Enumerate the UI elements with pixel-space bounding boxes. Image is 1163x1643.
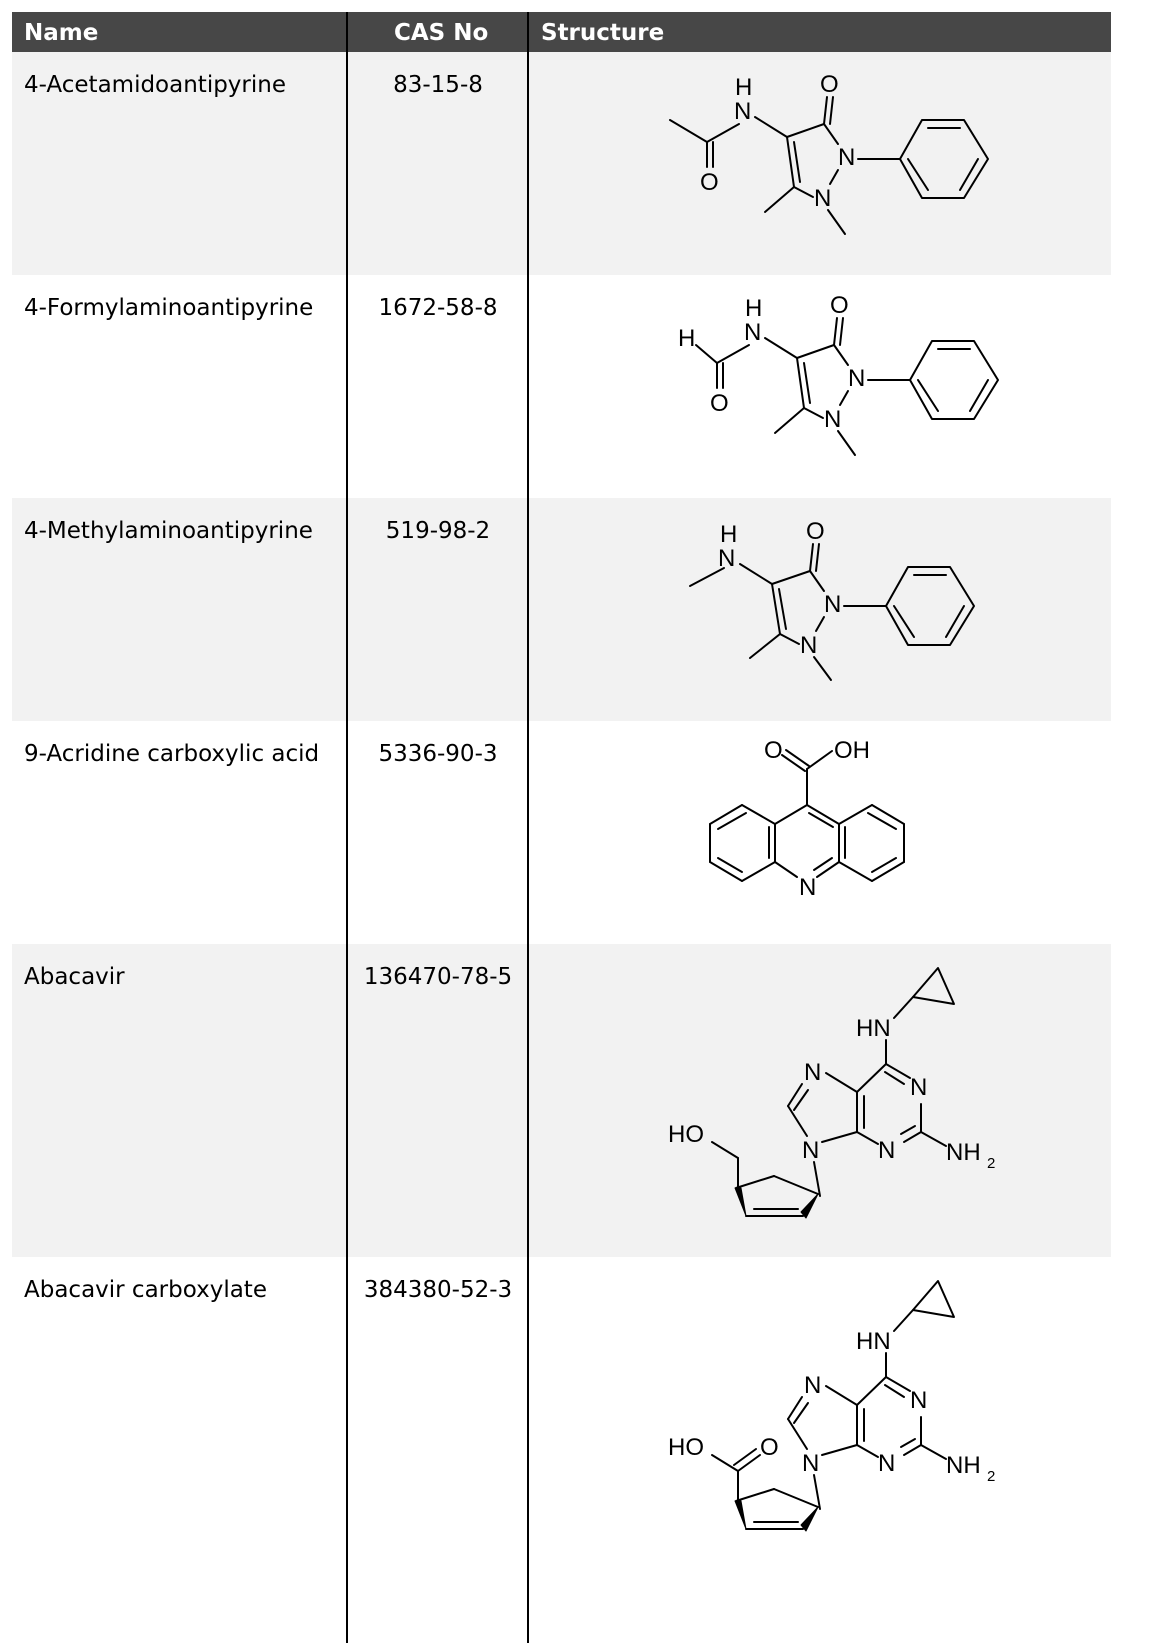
atom-label: N — [804, 1059, 821, 1086]
atom-label: N — [800, 632, 817, 659]
atom-label: N — [734, 98, 751, 125]
atom-label: O — [806, 518, 825, 545]
atom-label: N — [802, 1450, 819, 1477]
atom-label: H — [735, 74, 752, 101]
atom-label: OH — [834, 737, 870, 764]
table-row: Abacavir carboxylate 384380-52-3 HN N N … — [12, 1257, 1111, 1643]
atom-label: N — [718, 545, 735, 572]
atom-label: H — [678, 325, 695, 352]
atom-label: HN — [856, 1328, 891, 1355]
4-methylaminoantipyrine-structure-image: H N O N N — [689, 518, 975, 681]
9-acridine-carboxylic-acid-structure-image: O OH N — [709, 737, 905, 901]
atom-label: HO — [668, 1121, 704, 1148]
atom-label: N — [910, 1387, 927, 1414]
atom-label: NH — [946, 1452, 981, 1479]
table-row: 9-Acridine carboxylic acid 5336-90-3 O O… — [12, 721, 1111, 944]
atom-label: O — [710, 390, 729, 417]
atom-label: HN — [856, 1015, 891, 1042]
atom-label: HO — [668, 1434, 704, 1461]
compound-name: 4-Acetamidoantipyrine — [24, 72, 286, 98]
compound-table: Name CAS No Structure 4-Acetamidoantipyr… — [12, 12, 1111, 1643]
atom-label: N — [824, 406, 841, 433]
cas-number: 384380-52-3 — [363, 1277, 513, 1303]
cas-number: 519-98-2 — [385, 518, 491, 544]
atom-label: H — [745, 295, 762, 322]
atom-label: O — [820, 71, 839, 98]
atom-label: N — [848, 365, 865, 392]
table-row: Abacavir 136470-78-5 HN N N NH 2 N N — [12, 944, 1111, 1257]
atom-label: O — [830, 292, 849, 319]
atom-label: N — [799, 874, 816, 901]
compound-name: Abacavir — [24, 964, 125, 990]
atom-label: H — [720, 521, 737, 548]
cas-number: 136470-78-5 — [363, 964, 513, 990]
atom-label: O — [764, 737, 783, 764]
header-cas-no: CAS No — [394, 20, 489, 46]
atom-label: N — [814, 185, 831, 212]
atom-label: N — [878, 1450, 895, 1477]
abacavir-carboxylate-structure-image: HN N N NH 2 N N — [668, 1280, 995, 1532]
compound-name: 4-Formylaminoantipyrine — [24, 295, 314, 321]
compound-name: 9-Acridine carboxylic acid — [24, 741, 320, 767]
column-divider — [346, 12, 348, 1643]
header-structure: Structure — [541, 20, 665, 46]
cas-number: 83-15-8 — [393, 72, 483, 98]
atom-label: O — [760, 1434, 779, 1461]
4-formylaminoantipyrine-structure-image: H O H N O N N — [678, 292, 999, 456]
table-row: 4-Methylaminoantipyrine 519-98-2 H N O N… — [12, 498, 1111, 721]
atom-subscript: 2 — [987, 1468, 995, 1485]
table-header: Name CAS No Structure — [12, 12, 1111, 52]
atom-label: N — [878, 1137, 895, 1164]
cas-number: 1672-58-8 — [378, 295, 498, 321]
column-divider — [527, 12, 529, 1643]
atom-label: N — [744, 319, 761, 346]
atom-label: N — [824, 591, 841, 618]
atom-label: NH — [946, 1139, 981, 1166]
4-acetamidoantipyrine-structure-image: O H N O N N — [669, 71, 989, 235]
atom-subscript: 2 — [987, 1155, 995, 1172]
table-row: 4-Formylaminoantipyrine 1672-58-8 H O H … — [12, 275, 1111, 498]
compound-name: Abacavir carboxylate — [24, 1277, 267, 1303]
atom-label: N — [910, 1074, 927, 1101]
compound-name: 4-Methylaminoantipyrine — [24, 518, 313, 544]
cas-number: 5336-90-3 — [378, 741, 498, 767]
atom-label: N — [838, 144, 855, 171]
table-row: 4-Acetamidoantipyrine 83-15-8 O H N O N … — [12, 52, 1111, 275]
atom-label: N — [802, 1137, 819, 1164]
header-name: Name — [24, 20, 99, 46]
atom-label: N — [804, 1372, 821, 1399]
atom-label: O — [700, 169, 719, 196]
abacavir-structure-image: HN N N NH 2 N N — [668, 967, 995, 1219]
